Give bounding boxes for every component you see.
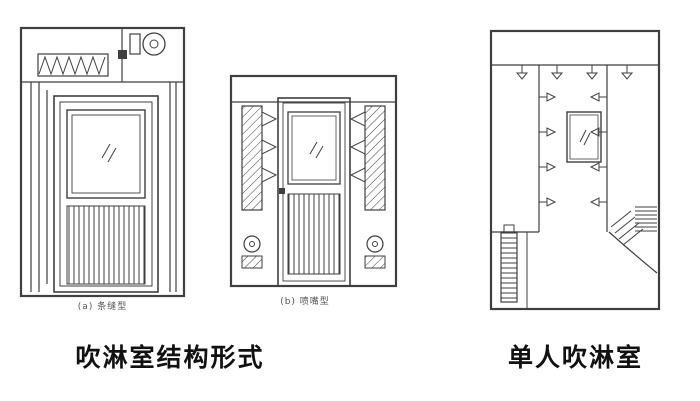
ceiling-diffuser-icons (515, 65, 634, 80)
right-fan-icon (364, 235, 386, 269)
diagram-a-drawing (19, 26, 186, 298)
right-nozzle-column (349, 105, 386, 211)
right-wall-nozzle-icons (589, 92, 607, 207)
viewing-window (566, 111, 602, 163)
glass-glare-icon (309, 141, 324, 159)
outer-wall (19, 26, 186, 298)
sublabel-nozzle-type: (b) 喷嘴型 (280, 297, 330, 307)
return-grille-icon (635, 206, 657, 232)
door-handle (279, 188, 285, 194)
door-assembly (277, 97, 351, 287)
interior-walls (21, 28, 184, 292)
diagram-b-drawing (229, 74, 398, 288)
left-fan-icon (241, 235, 263, 269)
fan-icon (118, 32, 166, 59)
door-glass (66, 109, 146, 199)
glass-glare-icon (101, 143, 117, 163)
filter-zigzag-icon (37, 53, 109, 77)
glass-glare-icon (579, 129, 591, 146)
duct-transition-hatch (608, 210, 658, 274)
door-assembly (53, 95, 159, 293)
outer-wall (489, 29, 661, 311)
caption-structure-types: 吹淋室结构形式 (75, 343, 265, 372)
diagram-c-single-person (487, 27, 665, 315)
diagram-c-drawing (489, 29, 661, 311)
slot-grille (287, 193, 341, 275)
sublabel-slot-type: (a) 条缝型 (77, 302, 128, 312)
diagram-a-slot-type (18, 24, 190, 304)
heater-ladder-icon (500, 224, 528, 309)
left-nozzle-column (241, 105, 278, 211)
diagram-b-nozzle-type (228, 72, 400, 294)
door-glass (287, 111, 341, 185)
caption-single-person: 单人吹淋室 (507, 343, 643, 372)
slot-grille (66, 205, 146, 285)
left-wall-nozzle-icons (539, 92, 557, 207)
